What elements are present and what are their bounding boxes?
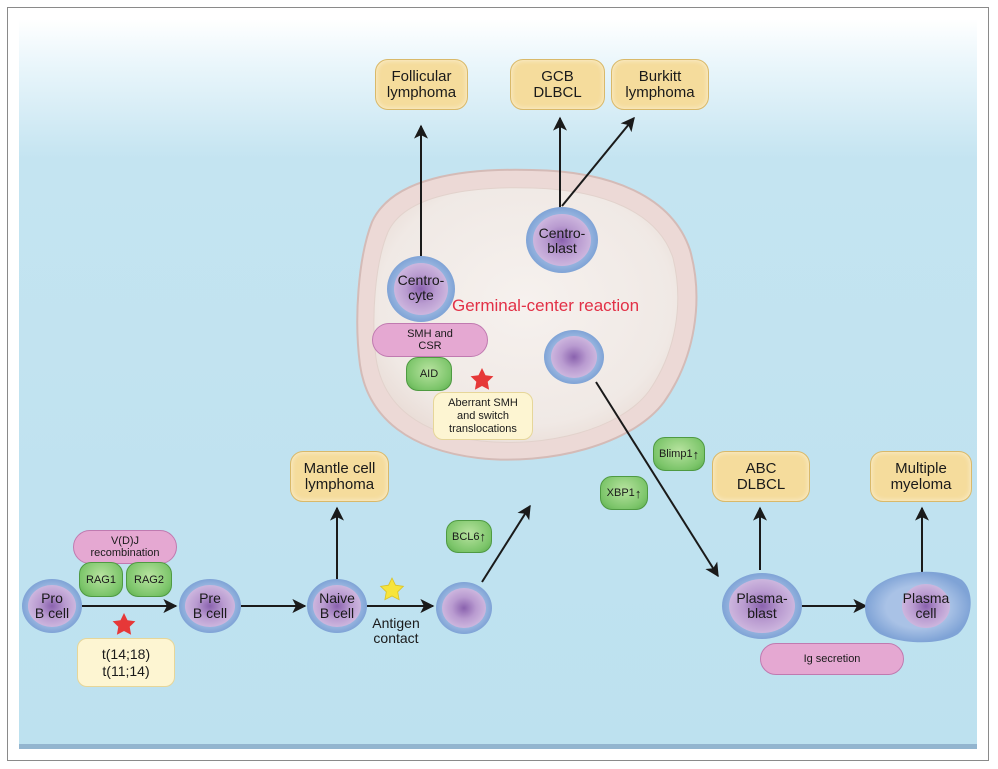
smh-csr-pill: SMH and CSR [372, 323, 488, 357]
pro-b-cell [22, 579, 82, 633]
pro-b-cell-label: Pro B cell [34, 590, 70, 621]
bottom-rule [19, 744, 977, 749]
vdj-recombination-pill: V(D)J recombination [73, 530, 177, 564]
pre-b-cell [179, 579, 241, 633]
rag1-box: RAG1 [79, 562, 123, 597]
arrow-centroblast-to-burkitt [561, 116, 635, 207]
burkitt-lymphoma-box: Burkitt lymphoma [611, 59, 709, 110]
red-star-icon [112, 613, 136, 635]
up-arrow-icon: ↑ [634, 485, 642, 501]
arrow-gc-to-plasmablast [595, 381, 719, 578]
multiple-myeloma-box: Multiple myeloma [870, 451, 972, 502]
translocations-note: t(14;18) t(11;14) [77, 638, 175, 687]
centrocyte-cell [387, 256, 455, 322]
plasma-cell-label: Plasma cell [902, 590, 950, 621]
aberrant-smh-note: Aberrant SMH and switch translocations [433, 392, 533, 440]
blimp1-label: Blimp1 [658, 448, 693, 460]
ig-secretion-pill: Ig secretion [760, 643, 904, 675]
bcl6-box: BCL6↑ [446, 520, 492, 553]
pre-b-cell-label: Pre B cell [192, 590, 228, 621]
centroblast-cell [526, 207, 598, 273]
plasmablast-label: Plasma- blast [736, 590, 788, 621]
gcb-dlbcl-box: GCB DLBCL [510, 59, 605, 110]
abc-dlbcl-box: ABC DLBCL [712, 451, 810, 502]
xbp1-label: XBP1 [606, 487, 635, 499]
naive-b-cell-label: Naive B cell [319, 590, 355, 621]
follicular-lymphoma-box: Follicular lymphoma [375, 59, 468, 110]
rag2-box: RAG2 [126, 562, 172, 597]
activated-b-cell [436, 582, 492, 634]
naive-b-cell [307, 579, 367, 633]
arrow-activated-to-gc [481, 504, 531, 583]
up-arrow-icon: ↑ [692, 446, 700, 462]
centrocyte-label: Centro- cyte [397, 272, 445, 303]
blimp1-box: Blimp1↑ [653, 437, 705, 471]
red-star-icon [470, 368, 494, 390]
yellow-star-icon [379, 577, 405, 601]
gc-exit-cell [544, 330, 604, 384]
mantle-cell-lymphoma-box: Mantle cell lymphoma [290, 451, 389, 502]
antigen-contact-label: Antigen contact [372, 615, 420, 646]
plasma-cell [865, 571, 971, 643]
germinal-center-title: Germinal-center reaction [452, 296, 640, 315]
centroblast-label: Centro- blast [538, 225, 586, 256]
aid-box: AID [406, 357, 452, 391]
xbp1-box: XBP1↑ [600, 476, 648, 510]
plasmablast-cell [722, 573, 802, 639]
bcl6-label: BCL6 [451, 530, 480, 543]
up-arrow-icon: ↑ [479, 529, 487, 544]
